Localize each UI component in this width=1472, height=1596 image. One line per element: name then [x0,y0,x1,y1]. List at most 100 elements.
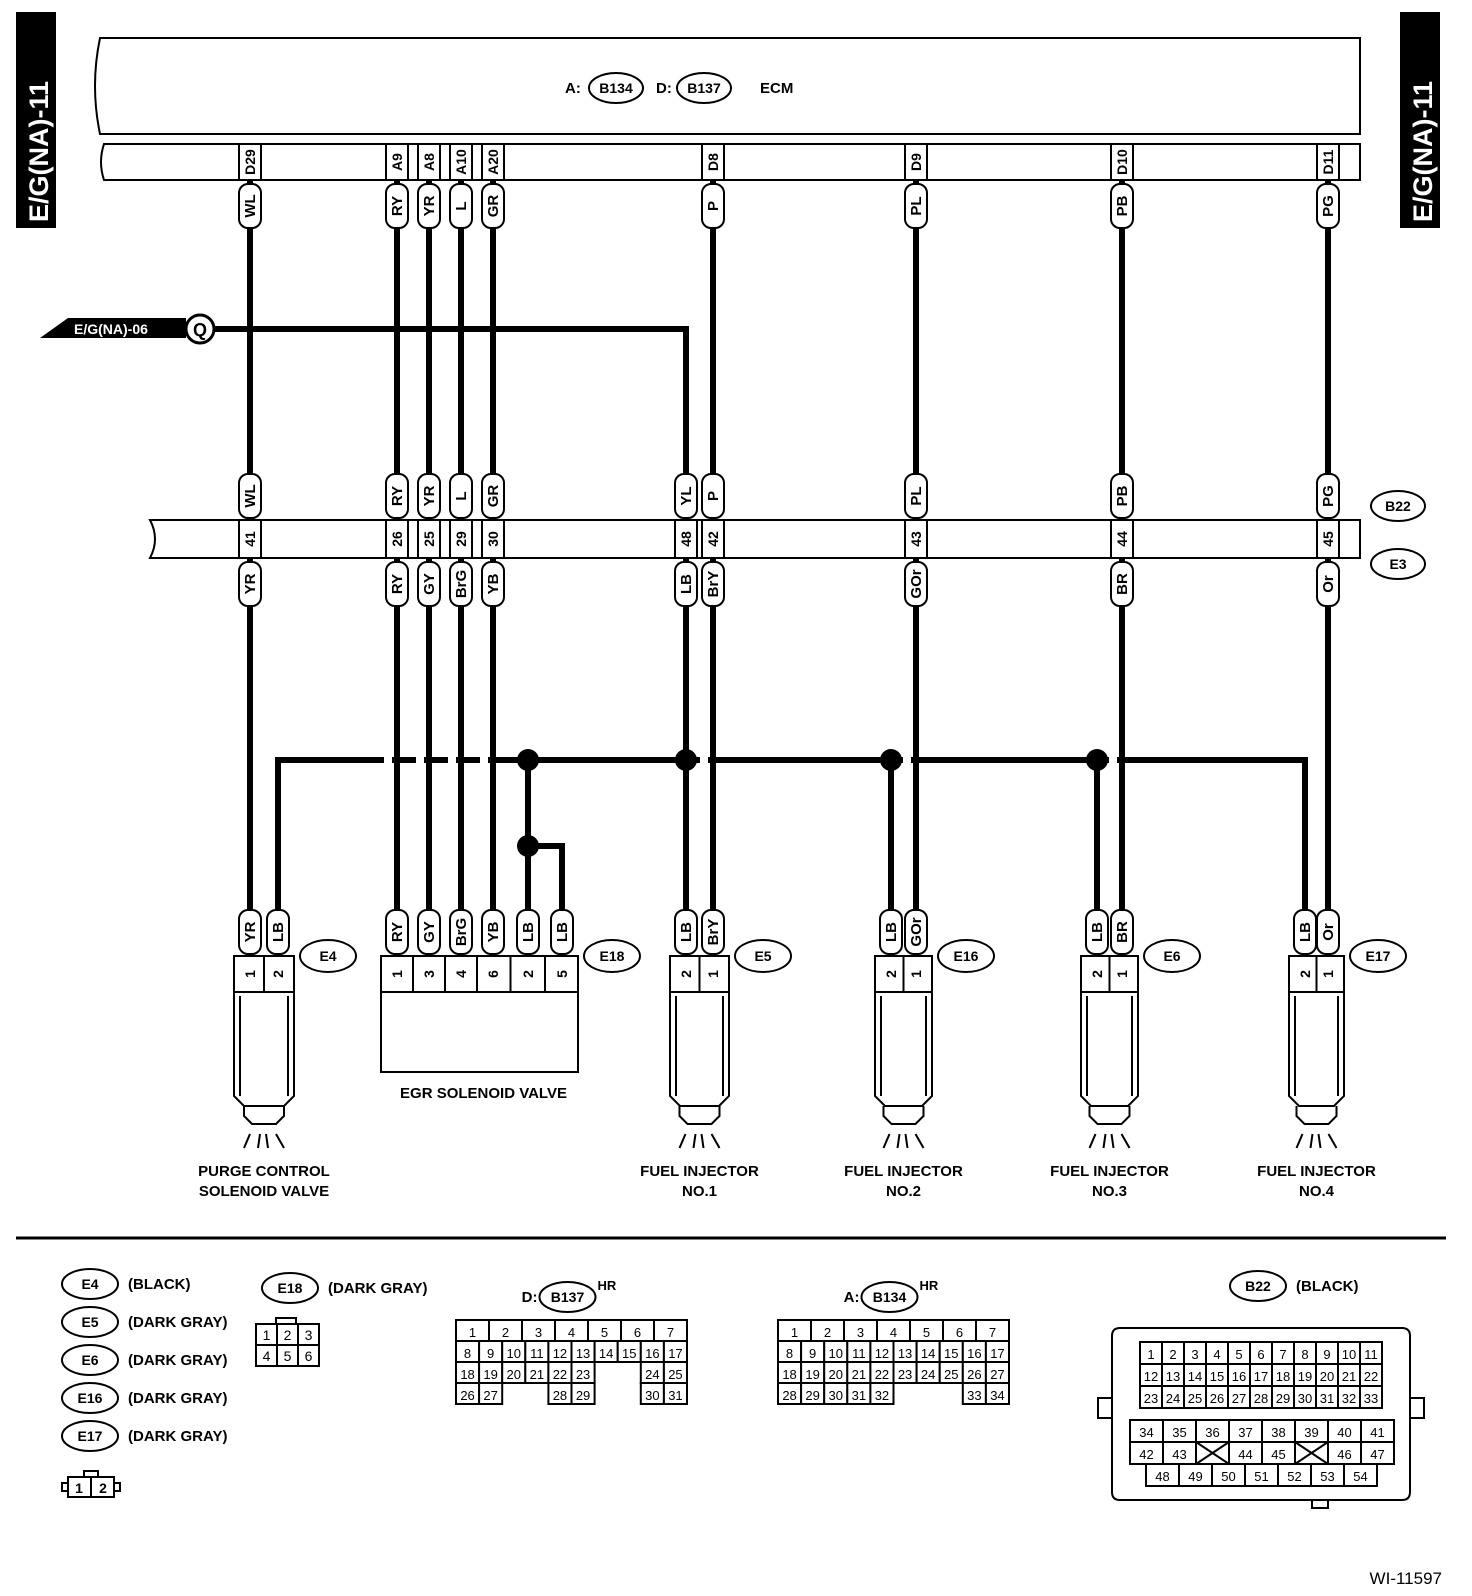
ecm-conn-d: B137 [687,80,721,96]
component-id-oval [937,939,995,973]
pin-number: 16 [645,1346,659,1361]
splice-dot [1086,749,1108,771]
pin-number: 23 [576,1367,590,1382]
b22-pin-45: 45 [1320,531,1336,547]
ecm-wire-color-text: WL [242,194,259,217]
pin-number: 17 [1254,1369,1268,1384]
legend-color: (DARK GRAY) [128,1390,227,1407]
pin-number: 16 [967,1346,981,1361]
e18-pin: 4 [263,1348,271,1364]
e3-wire-color-text: Or [1320,575,1337,593]
pin-number: 11 [1364,1347,1378,1362]
pin-number: 3 [535,1325,542,1340]
pin-number: 10 [829,1346,843,1361]
two-pin-label: 1 [75,1480,83,1496]
egr-valve-body [380,955,579,1073]
component-label-1: EGR SOLENOID VALVE [400,1085,567,1102]
pin-number: 16 [1232,1369,1246,1384]
ecm-wire-color: WL [238,183,262,229]
ecm-wire-color-text: RY [389,196,406,216]
pin-number: 22 [1364,1369,1378,1384]
pin-number: 14 [921,1346,935,1361]
spray-icon [1295,1133,1338,1149]
component-pin-2: 2 [883,970,899,978]
ecm-wire-color-text: P [705,201,722,211]
b22-wire-color: YR [417,473,441,519]
pin-number: 53 [1320,1469,1334,1484]
ref-marker: Q [193,320,207,340]
b22-pin-42: 42 [705,531,721,547]
pin-number: 18 [1276,1369,1290,1384]
pin-number: 5 [923,1325,930,1340]
component-pin-2: 2 [520,970,536,978]
pin-number: 15 [1210,1369,1224,1384]
crossing-gap [480,752,488,768]
b22-wire-color: GR [481,473,505,519]
component-wire-color: LB [550,909,574,955]
legend-oval [61,1382,119,1414]
pin-number: 29 [805,1388,819,1403]
pin-number: 31 [1320,1391,1334,1406]
pin-number: 6 [956,1325,963,1340]
pin-cell [662,1382,689,1405]
pin-number: 1 [1147,1347,1154,1362]
empty-pin-cross [1195,1441,1230,1465]
pin-number: 22 [875,1367,889,1382]
component-pin-1: 1 [242,970,258,978]
component-body [233,992,295,1107]
pin-number: 8 [786,1346,793,1361]
e18-pin-cell [297,1344,320,1367]
ecm-pin-A8: A8 [421,153,437,171]
ecm-wire-color: PB [1110,183,1134,229]
pin-number: 33 [1364,1391,1378,1406]
page-tag-left-text: E/G(NA)-11 [24,81,54,222]
pin-number: 3 [857,1325,864,1340]
connector-color: (BLACK) [1296,1278,1358,1295]
legend-oval [61,1420,119,1452]
component-wire-color-text: GOr [908,917,925,946]
pin-number: 21 [852,1367,866,1382]
ecm-pin-A20: A20 [485,149,501,175]
legend-color: (DARK GRAY) [128,1352,227,1369]
pin-cell [478,1382,504,1405]
e18-pin: 1 [263,1327,271,1343]
component-id-oval [583,939,641,973]
component-wire-color: BR [1110,909,1134,955]
ecm-label: ECM [760,80,793,97]
pin-number: 46 [1337,1447,1351,1462]
b22-pin-30: 30 [485,531,501,547]
legend-id: E16 [78,1390,103,1406]
pin-number: 32 [875,1388,889,1403]
component-wire-color-text: LB [520,922,537,942]
pin-number: 7 [1279,1347,1286,1362]
legend-id: E4 [81,1276,98,1292]
pin-number: 17 [668,1346,682,1361]
pin-number: 41 [1370,1425,1384,1440]
component-pin-3: 3 [421,970,437,978]
pin-number: 40 [1337,1425,1351,1440]
pin-number: 31 [668,1388,682,1403]
b22-wire-color: PB [1110,473,1134,519]
pin-number: 33 [967,1388,981,1403]
component-pin-2: 2 [270,970,286,978]
b22-wire-color: PL [904,473,928,519]
connector-id: B137 [551,1289,585,1305]
pin-number: 36 [1205,1425,1219,1440]
b22-wire-color-text: L [453,491,470,500]
pin-number: 4 [890,1325,897,1340]
pin-number: 6 [1257,1347,1264,1362]
e18-pin: 6 [305,1348,313,1364]
splice-dot [880,749,902,771]
component-label-1: FUEL INJECTOR [1257,1163,1376,1180]
pin-number: 14 [599,1346,613,1361]
component-wire-color: LB [516,909,540,955]
component-body [1288,992,1345,1107]
spray-icon [243,1133,285,1149]
component-wire-color: GY [417,909,441,955]
pin-number: 12 [1144,1369,1158,1384]
pin-number: 7 [667,1325,674,1340]
